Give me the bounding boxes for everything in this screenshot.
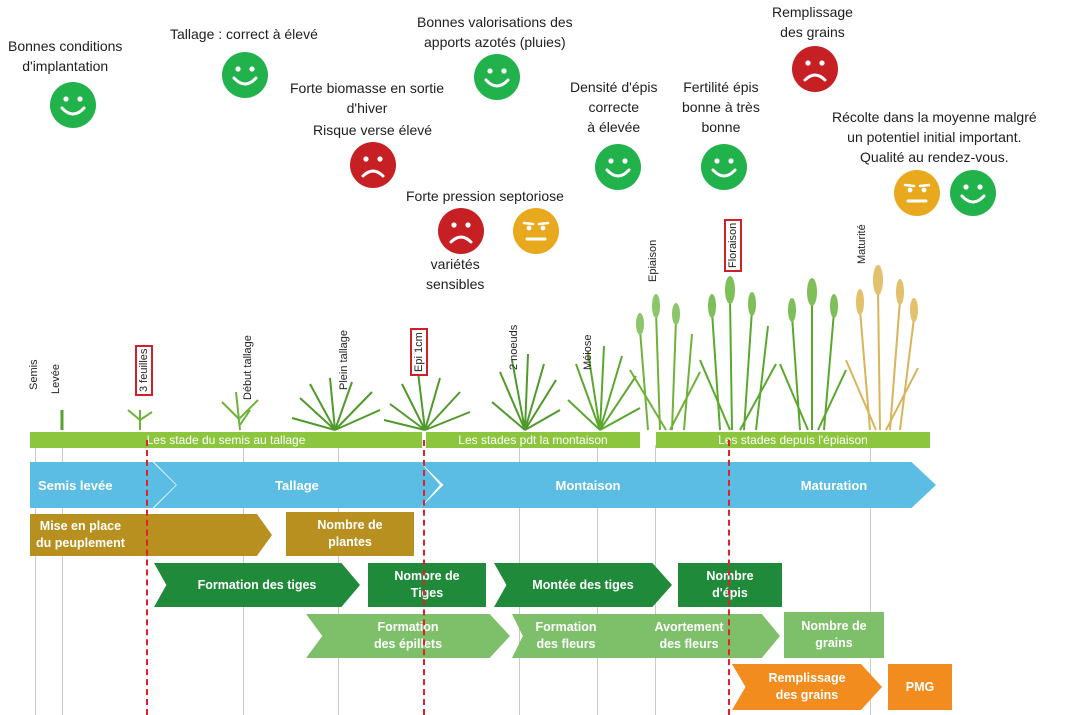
stage-epi-1cm: Epi 1cm bbox=[410, 328, 428, 376]
band-montaison: Les stades pdt la montaison bbox=[426, 432, 640, 448]
comment-fertilite: Fertilité épis bonne à très bonne bbox=[682, 79, 760, 135]
comment-septoriose: Forte pression septoriose bbox=[406, 188, 564, 204]
comment-densite: Densité d'épis correcte à élevée bbox=[570, 79, 658, 135]
marker-3-feuilles bbox=[146, 440, 148, 715]
block-remplissage-grains: Remplissage des grains bbox=[732, 664, 882, 710]
band-semis-tallage: Les stade du semis au tallage bbox=[30, 432, 422, 448]
block-mise-en-place: Mise en place du peuplement bbox=[30, 514, 180, 556]
happy-face-icon bbox=[50, 82, 96, 128]
band-epiaison: Les stades depuis l'épiaison bbox=[656, 432, 930, 448]
phase-tallage: Tallage bbox=[154, 462, 440, 508]
block-nombre-tiges: Nombre de Tiges bbox=[368, 563, 486, 607]
happy-face-icon bbox=[222, 52, 268, 98]
stage-floraison: Floraison bbox=[724, 218, 742, 272]
block-pmg: PMG bbox=[888, 664, 952, 710]
block-formation-fleurs: Formation des fleurs bbox=[512, 614, 620, 658]
phase-label: Semis levée bbox=[38, 477, 113, 493]
sad-face-icon bbox=[350, 142, 396, 188]
phase-semis-levee: Semis levée bbox=[30, 462, 176, 508]
stage-levee: Levée bbox=[50, 364, 62, 394]
stage-maturite: Maturité bbox=[856, 224, 868, 264]
block-nombre-plantes: Nombre de plantes bbox=[286, 512, 414, 556]
stage-meiose: Méiose bbox=[582, 334, 594, 370]
happy-face-icon bbox=[474, 54, 520, 100]
comment-recolte: Récolte dans la moyenne malgré un potent… bbox=[832, 109, 1037, 165]
neutral-face-icon bbox=[894, 170, 940, 216]
block-formation-tiges: Formation des tiges bbox=[154, 563, 360, 607]
stage-epiaison: Epiaison bbox=[647, 239, 659, 282]
block-nombre-grains: Nombre de grains bbox=[784, 612, 884, 658]
stage-debut-tallage: Début tallage bbox=[242, 335, 254, 400]
block-avortement-fleurs: Avortement des fleurs bbox=[598, 614, 780, 658]
sad-face-icon bbox=[438, 208, 484, 254]
comment-remplissage-top: Remplissage des grains bbox=[772, 4, 853, 40]
gridline bbox=[870, 445, 871, 715]
happy-face-icon bbox=[701, 144, 747, 190]
phase-label: Montaison bbox=[555, 477, 621, 493]
neutral-face-icon bbox=[513, 208, 559, 254]
phase-maturation: Maturation bbox=[732, 462, 936, 508]
wheat-growth-illustration bbox=[60, 265, 919, 431]
comment-biomasse: Forte biomasse en sortie d'hiver bbox=[290, 80, 445, 116]
gridline bbox=[62, 445, 63, 715]
block-formation-epillets: Formation des épillets bbox=[306, 614, 510, 658]
comment-tallage: Tallage : correct à élevé bbox=[170, 26, 318, 42]
happy-face-icon bbox=[595, 144, 641, 190]
stage-semis: Semis bbox=[28, 359, 40, 390]
comment-implantation: Bonnes conditions d'implantation bbox=[8, 38, 123, 74]
sad-face-icon bbox=[792, 46, 838, 92]
happy-face-icon bbox=[950, 170, 996, 216]
phase-label: Maturation bbox=[800, 477, 868, 493]
comment-azote: Bonnes valorisations des apports azotés … bbox=[417, 14, 573, 50]
marker-epi-1cm bbox=[423, 440, 425, 715]
gridline bbox=[35, 445, 36, 715]
block-nombre-epis: Nombre d'épis bbox=[678, 563, 782, 607]
comment-varietes: variétés sensibles bbox=[426, 256, 485, 292]
marker-floraison bbox=[728, 440, 730, 715]
block-montee-tiges: Montée des tiges bbox=[494, 563, 672, 607]
phase-montaison: Montaison bbox=[420, 462, 756, 508]
stage-2-noeuds: 2 noeuds bbox=[508, 324, 520, 370]
comment-verse: Risque verse élevé bbox=[313, 122, 433, 138]
phase-label: Tallage bbox=[275, 477, 319, 493]
stage-3-feuilles: 3 feuilles bbox=[135, 344, 153, 396]
stage-plein-tallage: Plein tallage bbox=[338, 330, 350, 390]
